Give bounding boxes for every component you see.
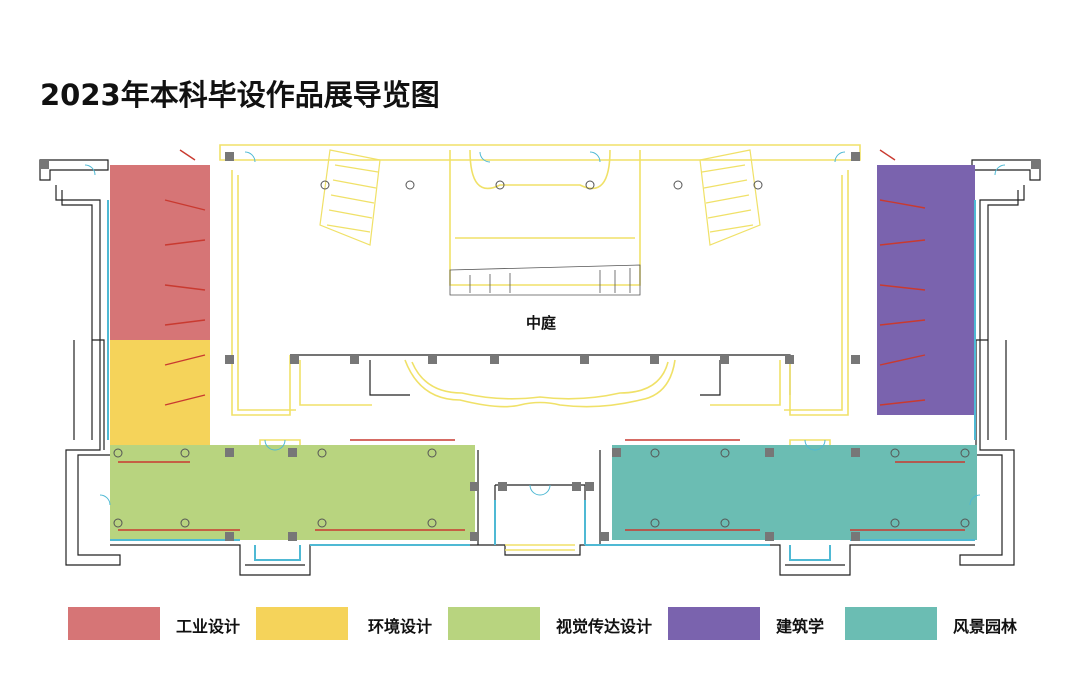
legend-swatch-landscape	[845, 607, 937, 640]
courtyard-label: 中庭	[526, 314, 557, 332]
legend-label-industrial: 工业设计	[176, 617, 241, 636]
round-fixtures	[113, 180, 970, 528]
zone-landscape-left	[612, 445, 787, 540]
zone-visual-design-middle	[255, 445, 300, 540]
legend-swatch-industrial	[68, 607, 160, 640]
legend-label-landscape: 风景园林	[953, 617, 1018, 636]
corridor-lines	[219, 144, 861, 551]
door-swings	[84, 151, 1006, 506]
display-panels	[118, 149, 965, 531]
zone-industrial-design	[110, 165, 210, 340]
zone-visual-design-left	[110, 445, 255, 540]
zone-environment-design	[110, 340, 210, 445]
zone-landscape-middle	[787, 445, 832, 540]
legend-swatch-environment	[256, 607, 348, 640]
glass-lines	[107, 200, 976, 561]
zone-visual-design-right	[295, 445, 475, 540]
legend-swatch-architecture	[668, 607, 760, 640]
page-title: 2023年本科毕设作品展导览图	[40, 78, 440, 112]
legend-swatch-visual	[448, 607, 540, 640]
legend-label-environment: 环境设计	[368, 617, 433, 636]
legend-label-visual: 视觉传达设计	[556, 617, 653, 636]
zone-architecture	[877, 165, 975, 415]
zone-landscape-right	[832, 445, 977, 540]
columns	[40, 152, 1040, 541]
legend-label-architecture: 建筑学	[776, 617, 825, 636]
